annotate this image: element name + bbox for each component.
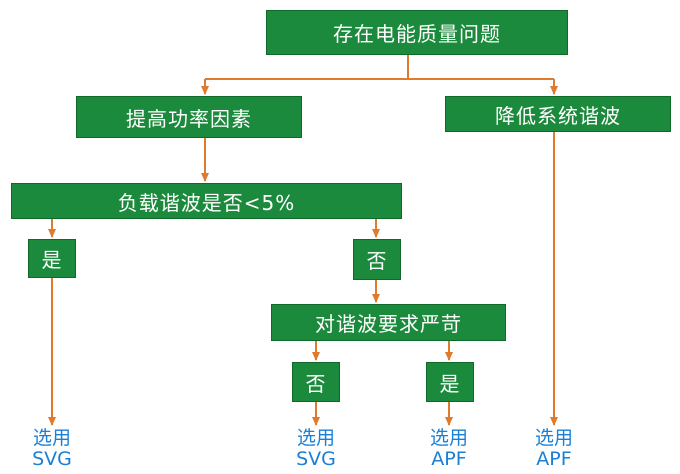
result-device: SVG xyxy=(32,448,72,470)
result-label: 选用 xyxy=(429,427,468,449)
node-strict-harmonic-requirement: 对谐波要求严苛 xyxy=(271,304,506,341)
result-label: 选用 xyxy=(296,427,335,449)
result-device: SVG xyxy=(296,448,336,470)
result-svg-2: 选用 SVG xyxy=(286,428,346,470)
node-no-2: 否 xyxy=(292,362,340,402)
node-yes-2: 是 xyxy=(426,362,474,402)
node-power-quality-issue: 存在电能质量问题 xyxy=(266,10,568,55)
result-label: 选用 xyxy=(32,427,71,449)
node-load-harmonics-check: 负载谐波是否<5% xyxy=(11,183,402,219)
result-label: 选用 xyxy=(534,427,573,449)
node-yes-1: 是 xyxy=(28,239,76,278)
result-svg-1: 选用 SVG xyxy=(22,428,82,470)
node-no-1: 否 xyxy=(353,239,401,280)
node-reduce-harmonics: 降低系统谐波 xyxy=(445,96,671,132)
node-improve-power-factor: 提高功率因素 xyxy=(76,96,302,138)
result-device: APF xyxy=(536,448,572,470)
result-apf-1: 选用 APF xyxy=(419,428,479,470)
result-device: APF xyxy=(431,448,467,470)
result-apf-2: 选用 APF xyxy=(524,428,584,470)
